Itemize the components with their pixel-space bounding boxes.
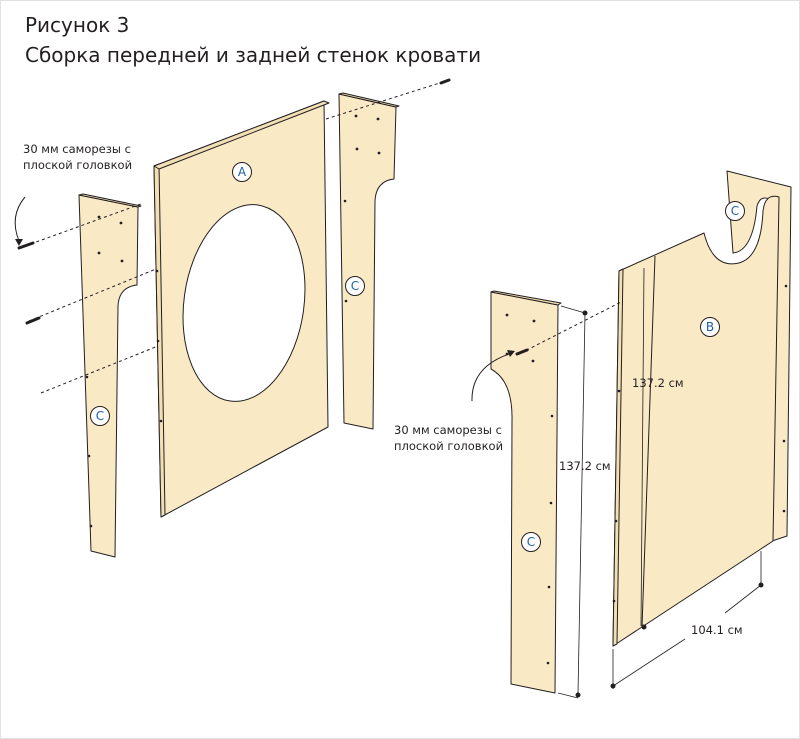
figure-title: Рисунок 3: [25, 13, 130, 37]
callout-line: 30 мм саморезы с: [23, 142, 131, 156]
figure-subtitle: Сборка передней и задней стенок кровати: [25, 43, 482, 67]
part-label-c-back: C: [725, 201, 745, 221]
panel-a-hole: [182, 204, 306, 402]
panel-c-left: [78, 194, 139, 558]
part-label-a: A: [232, 162, 252, 182]
panel-c-top: [338, 93, 397, 430]
screw-icons: [17, 78, 529, 356]
part-label-c-left: C: [90, 406, 110, 426]
callout-line: плоской головкой: [23, 158, 133, 172]
callout-line: плоской головкой: [394, 439, 504, 453]
panel-c-right: [490, 291, 559, 694]
screws-callout-right: 30 мм саморезы с плоской головкой: [394, 422, 503, 454]
dimension-height-c: 137.2 см: [559, 459, 611, 473]
part-label-b: B: [700, 317, 720, 337]
panel-b: [612, 195, 780, 647]
dimension-width-b: 104.1 см: [691, 623, 743, 637]
part-label-c-top: C: [345, 276, 365, 296]
part-label-c-right: C: [521, 532, 541, 552]
dimension-height-b: 137.2 см: [632, 376, 684, 390]
callout-line: 30 мм саморезы с: [394, 423, 502, 437]
screws-callout-left: 30 мм саморезы с плоской головкой: [23, 141, 132, 173]
